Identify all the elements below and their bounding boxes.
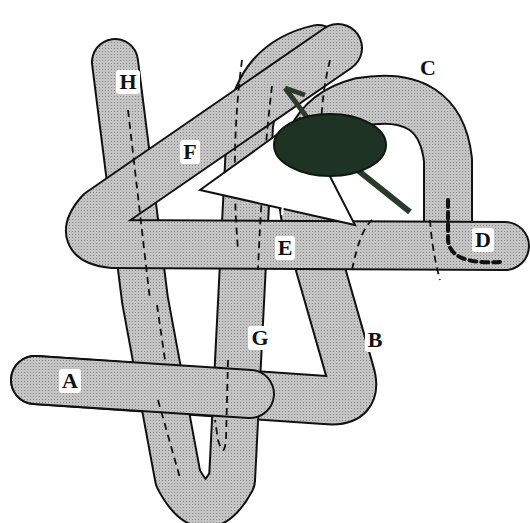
helix-band [448,200,500,262]
helix-label: H [116,70,139,94]
ligand [274,88,410,215]
helix-band [90,48,505,246]
helix-label: C [417,56,439,80]
hidden-edge [128,60,440,478]
helix-label: B [365,328,386,352]
helix-label: F [180,140,199,164]
helix-label: G [248,326,271,350]
helix-label: A [59,369,81,393]
helix-label: E [275,236,296,260]
helix-label: D [472,228,494,252]
